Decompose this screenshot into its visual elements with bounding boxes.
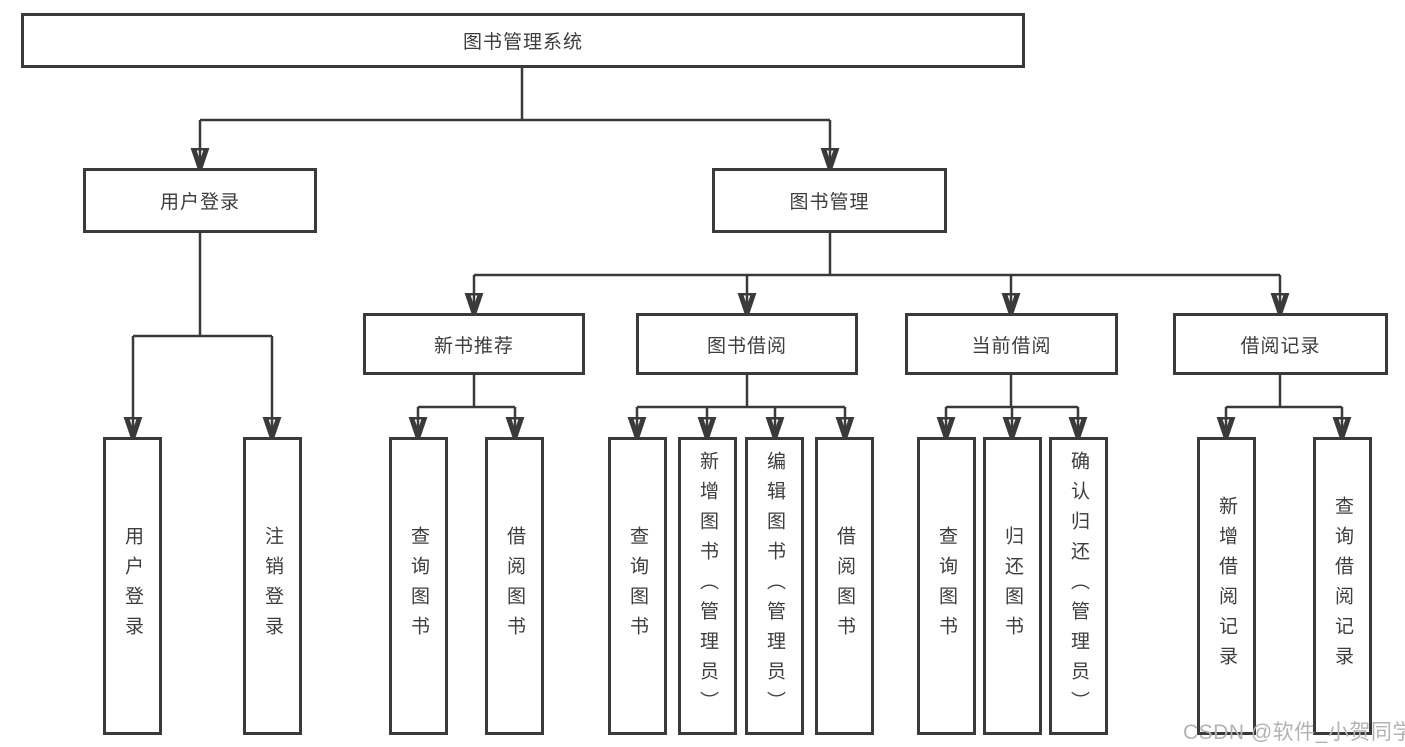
edge-records-to-leaves — [1226, 375, 1342, 435]
node-label: 查询图书 — [936, 526, 957, 646]
node-label: 当前借阅 — [971, 335, 1052, 357]
csdn-watermark: CSDN @软件_小贺同学 — [1183, 721, 1405, 744]
node-label: 借阅记录 — [1240, 335, 1321, 357]
leaf-query-books-current: 查询图书 — [917, 437, 976, 735]
node-label: 新增图书（管理员） — [697, 451, 718, 721]
leaf-add-borrow-record: 新增借阅记录 — [1197, 437, 1256, 735]
node-borrow-records: 借阅记录 — [1173, 313, 1388, 375]
leaf-query-books-borrowing: 查询图书 — [608, 437, 667, 735]
node-label: 新书推荐 — [433, 335, 514, 357]
node-library-management-system: 图书管理系统 — [21, 13, 1025, 68]
leaf-borrow-books: 借阅图书 — [815, 437, 874, 735]
node-label: 查询图书 — [408, 526, 429, 646]
node-label: 借阅图书 — [504, 526, 525, 646]
edge-borrowing-to-leaves — [637, 375, 845, 435]
node-book-management: 图书管理 — [712, 168, 947, 233]
node-label: 编辑图书（管理员） — [764, 451, 785, 721]
leaf-query-books-recommend: 查询图书 — [389, 437, 448, 735]
edge-root-to-level2 — [200, 68, 830, 166]
leaf-return-books: 归还图书 — [983, 437, 1042, 735]
node-label: 借阅图书 — [834, 526, 855, 646]
leaf-add-books-admin: 新增图书（管理员） — [678, 437, 737, 735]
node-user-login: 用户登录 — [83, 168, 317, 233]
node-label: 查询借阅记录 — [1332, 496, 1353, 676]
edge-current-to-leaves — [946, 375, 1078, 435]
leaf-borrow-books-recommend: 借阅图书 — [485, 437, 544, 735]
node-label: 查询图书 — [627, 526, 648, 646]
node-label: 新增借阅记录 — [1216, 496, 1237, 676]
edge-recommend-to-leaves — [418, 375, 515, 435]
node-label: 注销登录 — [262, 526, 283, 646]
leaf-confirm-return-admin: 确认归还（管理员） — [1049, 437, 1108, 735]
leaf-edit-books-admin: 编辑图书（管理员） — [745, 437, 804, 735]
edge-login-to-leaves — [133, 233, 272, 435]
leaf-query-borrow-record: 查询借阅记录 — [1313, 437, 1372, 735]
node-label: 用户登录 — [122, 526, 143, 646]
node-label: 用户登录 — [159, 192, 240, 213]
node-label: 图书管理系统 — [462, 32, 583, 53]
node-book-borrowing: 图书借阅 — [636, 313, 858, 375]
node-label: 归还图书 — [1002, 526, 1023, 646]
node-label: 确认归还（管理员） — [1068, 451, 1089, 721]
leaf-user-login: 用户登录 — [103, 437, 162, 735]
edge-mgmt-to-level3 — [474, 233, 1280, 311]
leaf-logout: 注销登录 — [243, 437, 302, 735]
node-new-book-recommend: 新书推荐 — [363, 313, 585, 375]
node-current-borrowing: 当前借阅 — [905, 313, 1118, 375]
node-label: 图书管理 — [789, 192, 870, 213]
node-label: 图书借阅 — [706, 335, 787, 357]
